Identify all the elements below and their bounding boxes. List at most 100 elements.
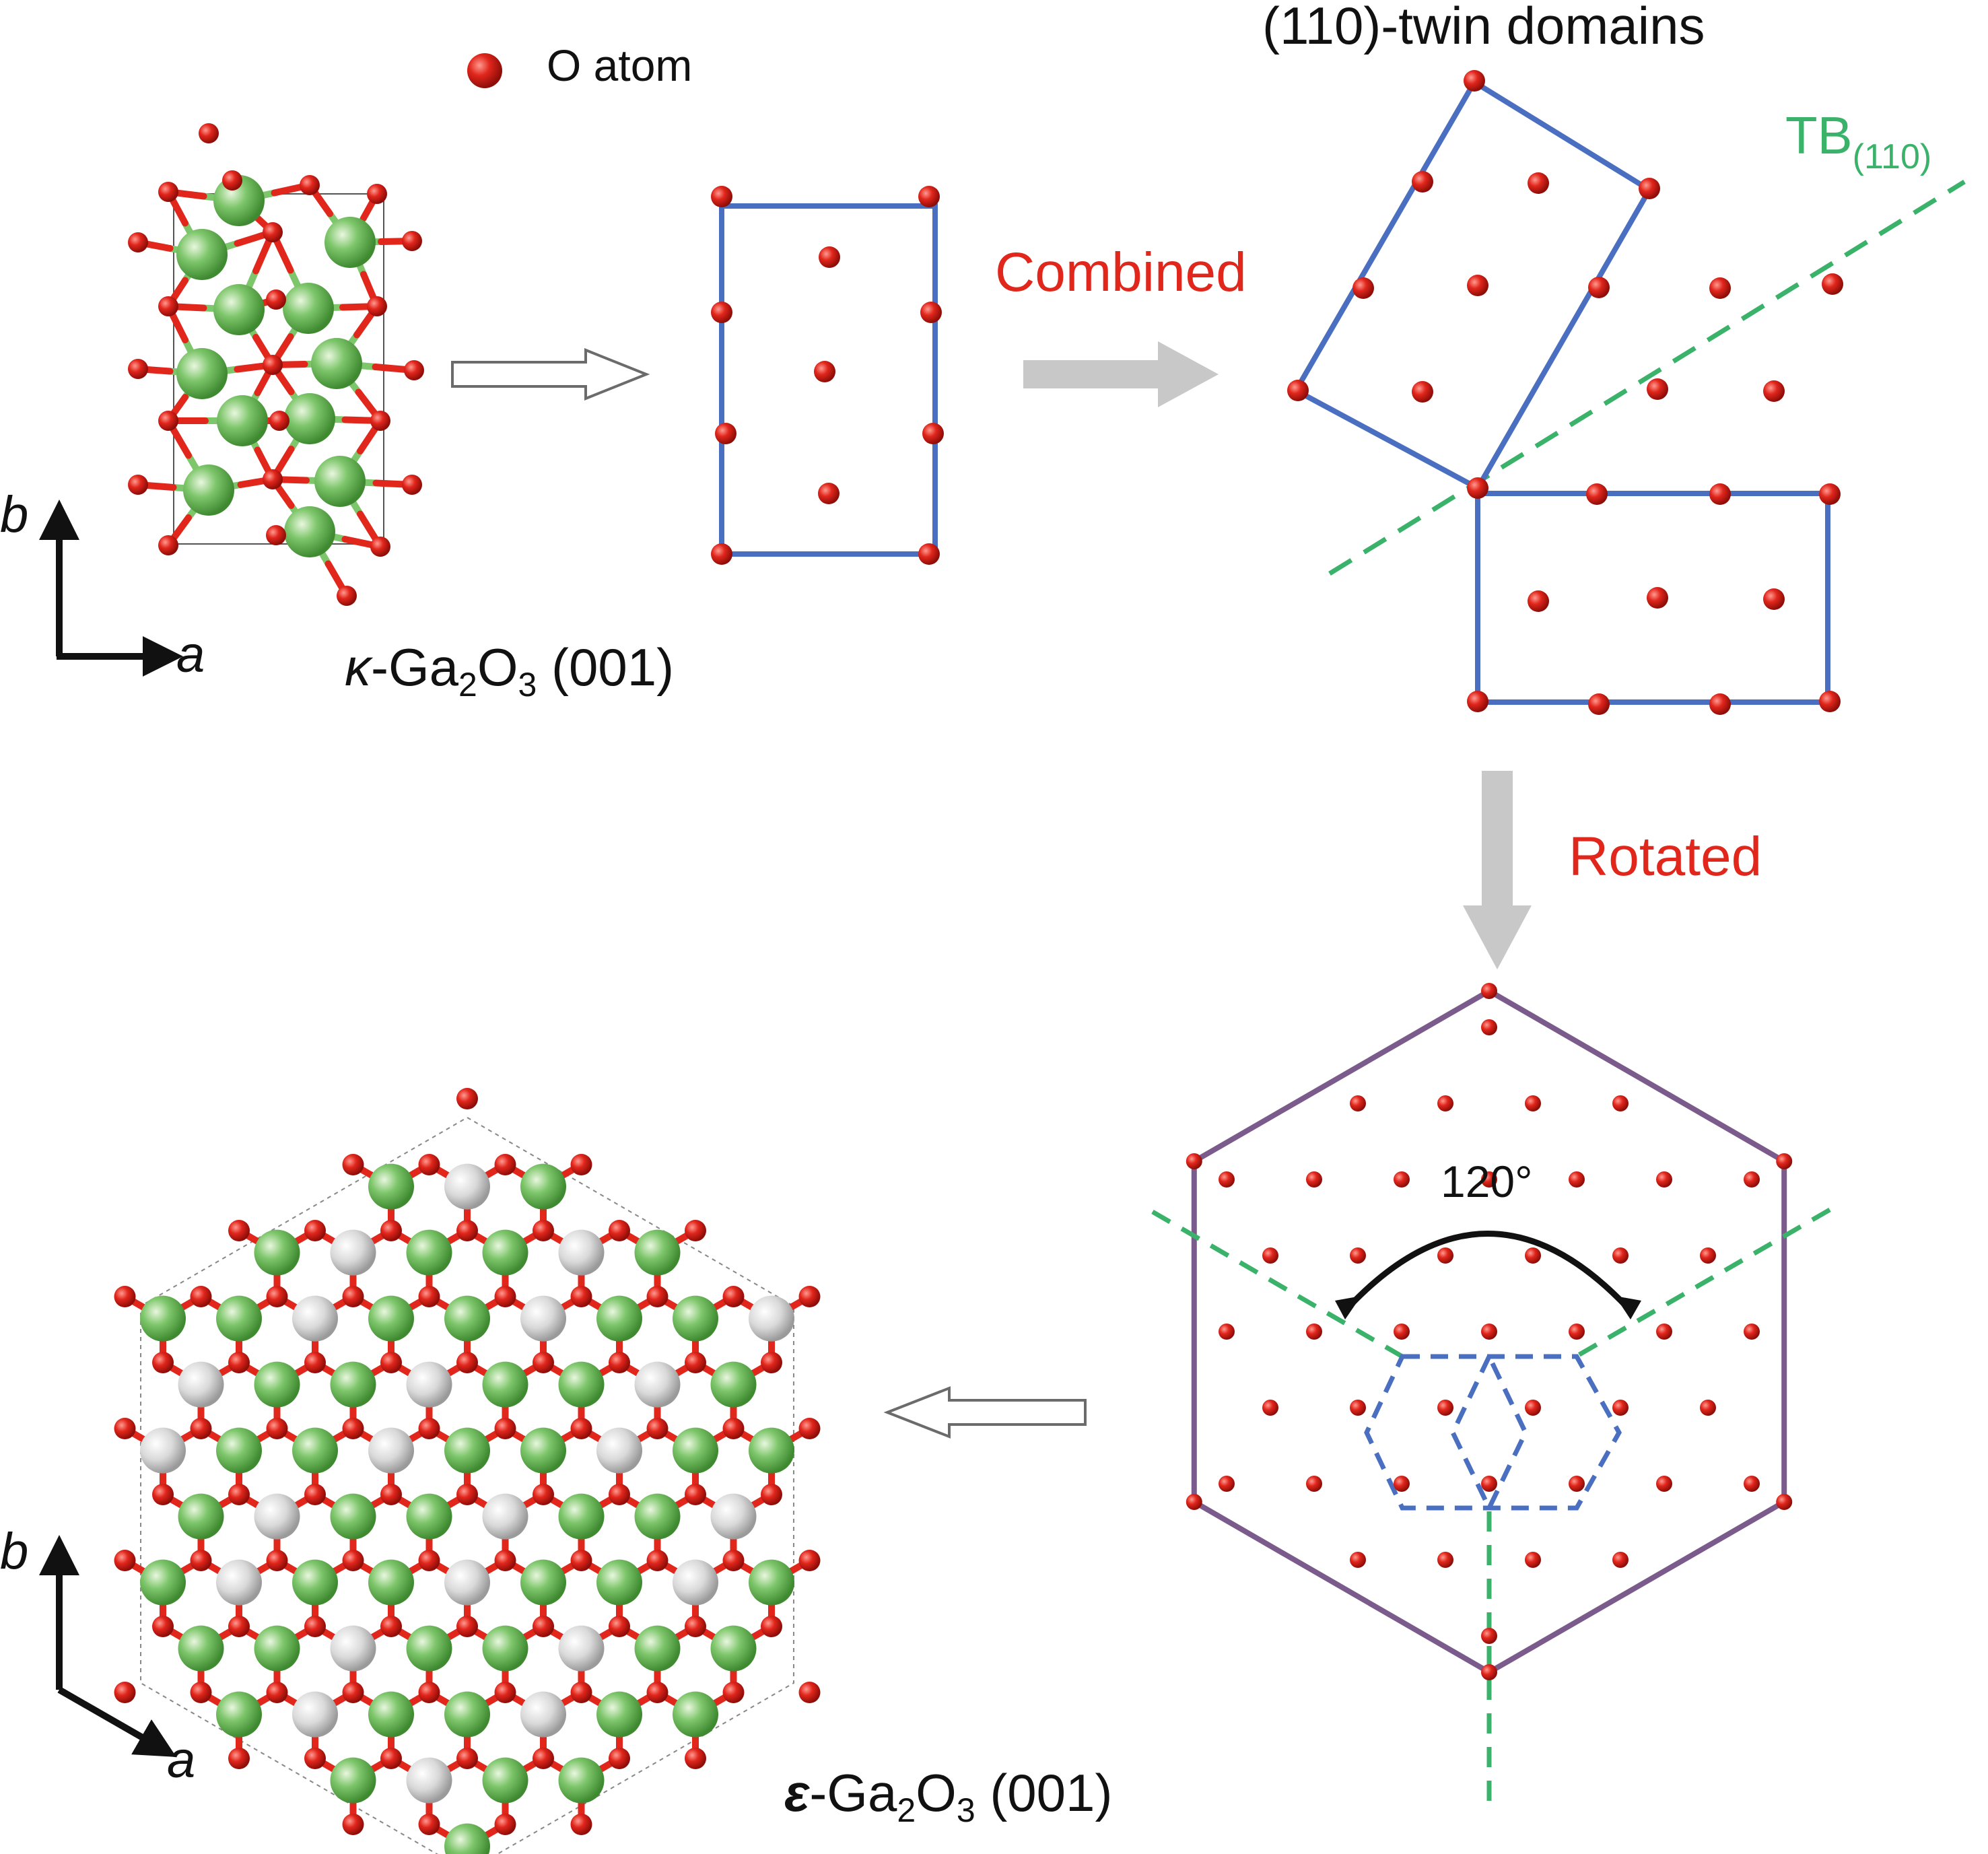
oxygen-atom bbox=[342, 1682, 364, 1703]
twin-domains-title: (110)-twin domains bbox=[1262, 0, 1705, 55]
gallium-atom bbox=[596, 1295, 642, 1342]
gallium-atom bbox=[213, 284, 265, 335]
oxygen-atom bbox=[1437, 1552, 1453, 1568]
oxygen-atom bbox=[304, 1352, 326, 1373]
angle-arc-head-right bbox=[1615, 1296, 1641, 1319]
oxygen-atom bbox=[1588, 277, 1610, 298]
kappa-structure-label: κ-Ga2O3 (001) bbox=[345, 638, 674, 703]
kappa-o: O bbox=[477, 638, 518, 697]
oxygen-atom bbox=[456, 1616, 478, 1637]
gallium-atom bbox=[558, 1493, 605, 1540]
oxygen-atom bbox=[570, 1814, 592, 1835]
gallium-atom bbox=[368, 1691, 414, 1738]
oxygen-atom bbox=[1709, 693, 1731, 715]
oxygen-atom bbox=[402, 231, 422, 251]
gallium-atom bbox=[284, 393, 335, 444]
unit-cell-outline bbox=[719, 203, 938, 557]
oxygen-atom bbox=[570, 1682, 592, 1703]
gallium-atom bbox=[673, 1559, 718, 1606]
oxygen-atom bbox=[342, 1814, 364, 1835]
gallium-atom bbox=[596, 1691, 642, 1738]
gallium-atom bbox=[292, 1427, 338, 1474]
oxygen-atom bbox=[342, 1286, 364, 1307]
gallium-atom bbox=[673, 1691, 718, 1738]
gallium-atom bbox=[330, 1493, 376, 1540]
gallium-atom bbox=[596, 1427, 642, 1474]
oxygen-atom bbox=[418, 1418, 440, 1439]
epsilon-a-axis-arrow bbox=[57, 1686, 177, 1757]
oxygen-atom bbox=[1481, 1664, 1497, 1680]
epsilon-a-axis-label: a bbox=[167, 1731, 195, 1789]
oxygen-atom bbox=[1394, 1324, 1410, 1340]
oxygen-atom bbox=[1525, 1247, 1541, 1264]
oxygen-atom bbox=[685, 1484, 706, 1505]
oxygen-atom bbox=[300, 175, 320, 195]
oxygen-atom bbox=[269, 411, 289, 431]
oxygen-atom bbox=[1569, 1171, 1585, 1188]
gallium-atom bbox=[284, 506, 335, 557]
oxygen-atom bbox=[609, 1484, 630, 1505]
oxygen-atom bbox=[418, 1286, 440, 1307]
gallium-atom bbox=[176, 348, 228, 399]
oxygen-atom bbox=[380, 1220, 402, 1241]
oxygen-atom bbox=[1437, 1400, 1453, 1416]
epsilon-sub-2: 2 bbox=[897, 1791, 916, 1829]
gallium-atom bbox=[749, 1427, 794, 1474]
epsilon-structure-label: ε-Ga2O3 (001) bbox=[784, 1763, 1112, 1829]
oxygen-atom bbox=[1647, 587, 1668, 609]
oxygen-atom bbox=[266, 1418, 288, 1439]
gallium-atom bbox=[520, 1691, 566, 1738]
gallium-atom bbox=[558, 1229, 605, 1276]
oxygen-atom bbox=[456, 1748, 478, 1769]
oxygen-sublattice-unit-cell bbox=[711, 186, 944, 565]
oxygen-atom bbox=[263, 355, 283, 375]
oxygen-atom bbox=[533, 1484, 554, 1505]
gallium-atom bbox=[406, 1493, 452, 1540]
oxygen-atom bbox=[380, 1352, 402, 1373]
gallium-atom bbox=[444, 1163, 490, 1210]
gallium-atom bbox=[673, 1427, 718, 1474]
oxygen-atom bbox=[114, 1682, 136, 1703]
gallium-atom bbox=[330, 1757, 376, 1804]
twin-boundary-label: TB(110) bbox=[1785, 106, 1931, 176]
oxygen-atom bbox=[1639, 178, 1660, 199]
epsilon-symbol: ε bbox=[784, 1763, 811, 1822]
oxygen-atom bbox=[1700, 1247, 1716, 1264]
kappa-compound-prefix: -Ga bbox=[371, 638, 459, 697]
gallium-atom bbox=[444, 1823, 490, 1854]
rect-cell-outline bbox=[1475, 491, 1830, 705]
oxygen-atom bbox=[1744, 1324, 1760, 1340]
gallium-atom bbox=[330, 1361, 376, 1408]
gallium-atom bbox=[520, 1427, 566, 1474]
gallium-atom bbox=[520, 1163, 566, 1210]
gallium-atom bbox=[254, 1361, 300, 1408]
gallium-atom bbox=[749, 1559, 794, 1606]
gallium-atom bbox=[178, 1625, 224, 1672]
hollow-arrow-left bbox=[883, 1386, 1087, 1439]
kappa-plane: (001) bbox=[537, 638, 674, 697]
oxygen-atom bbox=[1350, 1400, 1366, 1416]
oxygen-atom bbox=[722, 1286, 745, 1307]
oxygen-atom bbox=[1467, 275, 1488, 296]
oxygen-atom bbox=[1528, 172, 1549, 194]
oxygen-atom bbox=[1481, 1476, 1497, 1492]
gallium-atom bbox=[254, 1229, 300, 1276]
angle-arc bbox=[1344, 1231, 1632, 1312]
oxygen-atom bbox=[711, 543, 732, 565]
oxygen-atom bbox=[1352, 277, 1374, 299]
oxygen-atom bbox=[304, 1616, 326, 1637]
oxygen-atom bbox=[1350, 1552, 1366, 1568]
twin-domains-diagram bbox=[1287, 70, 1966, 715]
twin-boundary-right bbox=[1575, 1207, 1831, 1359]
gallium-atom bbox=[254, 1493, 300, 1540]
oxygen-atom bbox=[609, 1352, 630, 1373]
oxygen-atom bbox=[1612, 1552, 1629, 1568]
gallium-atom bbox=[330, 1229, 376, 1276]
oxygen-atom bbox=[609, 1616, 630, 1637]
oxygen-atom bbox=[685, 1748, 706, 1769]
oxygen-atom bbox=[1481, 983, 1497, 999]
gallium-atom bbox=[311, 338, 362, 389]
oxygen-atom bbox=[1819, 691, 1841, 712]
oxygen-atom bbox=[570, 1418, 592, 1439]
oxygen-atom bbox=[761, 1352, 782, 1373]
